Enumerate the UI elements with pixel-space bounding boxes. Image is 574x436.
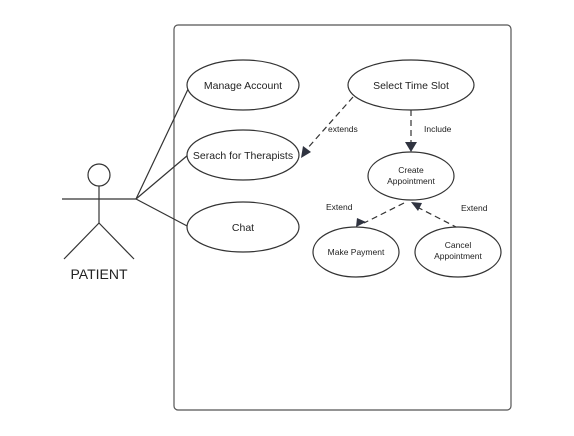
include-arrowhead — [405, 142, 417, 152]
use-case-chat[interactable]: Chat — [186, 201, 300, 253]
use-case-cancel-appointment[interactable]: Cancel Appointment — [414, 226, 502, 278]
create-appointment-label-line2: Appointment — [387, 176, 435, 186]
extends-arrowhead — [301, 146, 311, 158]
extend-make-payment-line — [363, 202, 405, 224]
association-search-therapists — [135, 154, 189, 200]
association-chat — [135, 198, 190, 228]
include-label: Include — [424, 124, 452, 134]
extend-make-payment-arrowhead — [356, 218, 366, 227]
system-boundary — [173, 24, 512, 411]
use-case-search-therapists[interactable]: Serach for Therapists — [186, 129, 300, 181]
manage-account-label: Manage Account — [204, 80, 282, 92]
actor-label: PATIENT — [70, 266, 127, 282]
extends-label: extends — [328, 124, 358, 134]
stick-figure-icon — [62, 163, 136, 260]
search-therapists-label: Serach for Therapists — [193, 150, 293, 162]
chat-label: Chat — [232, 222, 254, 234]
association-manage-account — [135, 84, 191, 200]
extends-line — [305, 96, 354, 151]
select-time-slot-label: Select Time Slot — [373, 80, 449, 92]
use-case-select-time-slot[interactable]: Select Time Slot — [347, 59, 475, 111]
extend-cancel-line — [416, 206, 459, 229]
use-case-manage-account[interactable]: Manage Account — [186, 59, 300, 111]
use-case-make-payment[interactable]: Make Payment — [312, 226, 400, 278]
extend-right-label: Extend — [461, 203, 488, 213]
cancel-appointment-label-line2: Appointment — [434, 251, 482, 261]
extend-left-label: Extend — [326, 202, 353, 212]
cancel-appointment-label-line1: Cancel — [445, 240, 472, 250]
make-payment-label: Make Payment — [328, 247, 385, 257]
extend-cancel-arrowhead — [411, 202, 422, 211]
create-appointment-label-line1: Create — [398, 165, 424, 175]
use-case-create-appointment[interactable]: Create Appointment — [367, 151, 455, 201]
